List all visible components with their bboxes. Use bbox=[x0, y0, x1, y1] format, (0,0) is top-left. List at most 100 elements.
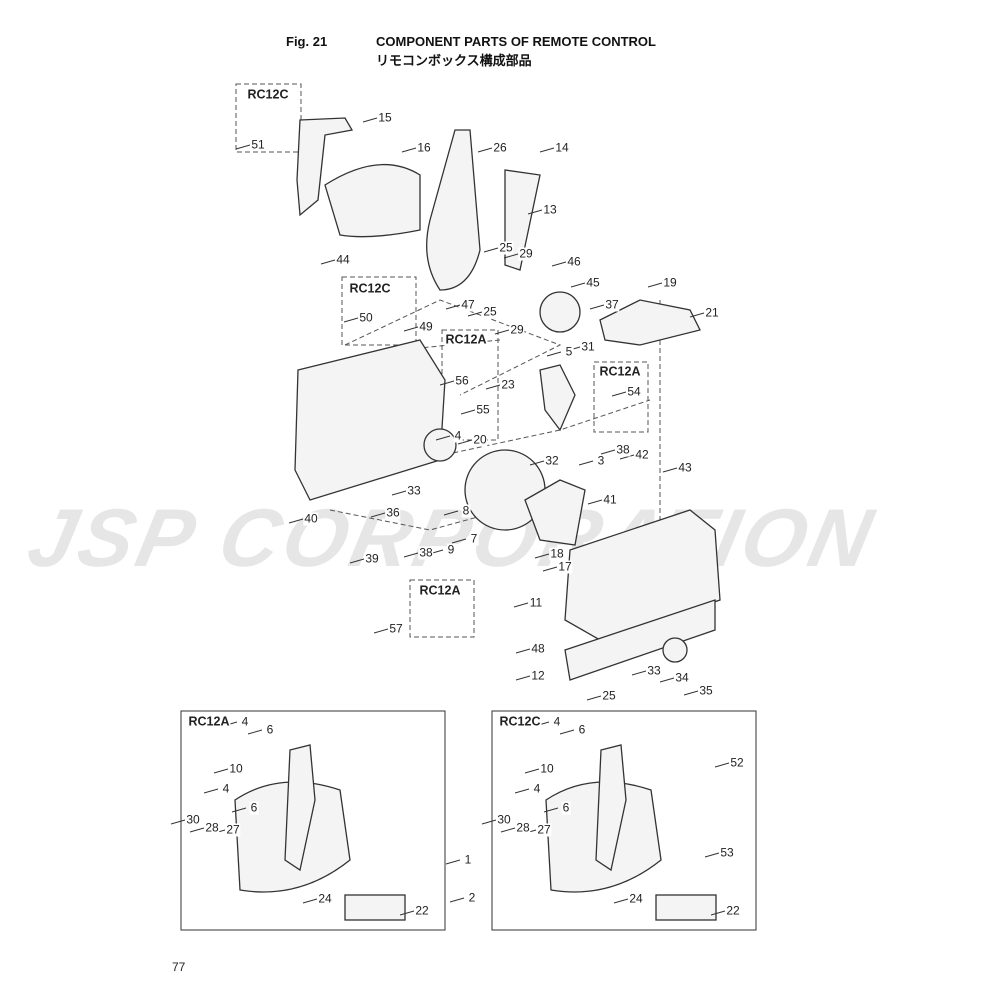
plate-part bbox=[599, 299, 701, 346]
part-callout: 4 bbox=[240, 714, 250, 729]
part-callout: 6 bbox=[577, 722, 587, 737]
part-callout: 10 bbox=[228, 761, 244, 776]
leader-line bbox=[570, 282, 586, 288]
part-callout: 8 bbox=[461, 503, 471, 518]
leader-line bbox=[515, 675, 531, 681]
leader-line bbox=[391, 490, 407, 496]
part-callout: 1 bbox=[463, 852, 473, 867]
part-callout: 6 bbox=[265, 722, 275, 737]
part-callout: 22 bbox=[414, 903, 430, 918]
leader-line bbox=[370, 512, 386, 518]
leader-line bbox=[231, 807, 247, 813]
part-callout: 39 bbox=[364, 551, 380, 566]
leader-line bbox=[401, 147, 417, 153]
part-callout: 44 bbox=[335, 252, 351, 267]
leader-line bbox=[578, 460, 594, 466]
leader-line bbox=[435, 435, 451, 441]
part-callout: 48 bbox=[530, 641, 546, 656]
part-callout: 24 bbox=[317, 891, 333, 906]
variant-label: RC12A bbox=[444, 332, 488, 347]
part-callout: 53 bbox=[719, 845, 735, 860]
seal-part bbox=[662, 637, 688, 663]
variant-box bbox=[341, 276, 417, 346]
part-callout: 18 bbox=[549, 546, 565, 561]
leader-line bbox=[467, 311, 483, 317]
leader-line bbox=[500, 827, 516, 833]
part-callout: 51 bbox=[250, 137, 266, 152]
cam-part bbox=[539, 291, 581, 333]
housing-part bbox=[294, 339, 446, 501]
leader-line bbox=[439, 380, 455, 386]
variant-label: RC12C bbox=[348, 281, 392, 296]
part-callout: 19 bbox=[662, 275, 678, 290]
part-callout: 4 bbox=[453, 428, 463, 443]
part-callout: 42 bbox=[634, 447, 650, 462]
leader-line bbox=[503, 253, 519, 259]
part-callout: 40 bbox=[303, 511, 319, 526]
part-callout: 7 bbox=[469, 531, 479, 546]
part-callout: 25 bbox=[482, 304, 498, 319]
leader-line bbox=[683, 690, 699, 696]
rc12c-assembly-box bbox=[491, 710, 757, 931]
leader-line bbox=[539, 147, 555, 153]
rc12a-assembly-box bbox=[180, 710, 446, 931]
leader-line bbox=[542, 566, 558, 572]
leader-line bbox=[170, 819, 186, 825]
part-callout: 30 bbox=[185, 812, 201, 827]
part-callout: 27 bbox=[225, 822, 241, 837]
part-callout: 6 bbox=[561, 800, 571, 815]
part-callout: 27 bbox=[536, 822, 552, 837]
figure-title: COMPONENT PARTS OF REMOTE CONTROL bbox=[376, 34, 656, 49]
variant-label: RC12C bbox=[498, 714, 542, 729]
part-callout: 24 bbox=[628, 891, 644, 906]
leader-line bbox=[559, 729, 575, 735]
leader-line bbox=[586, 695, 602, 701]
leader-line bbox=[449, 897, 465, 903]
part-callout: 28 bbox=[515, 820, 531, 835]
leader-line bbox=[460, 409, 476, 415]
leader-line bbox=[589, 304, 605, 310]
page-number: 77 bbox=[172, 960, 186, 974]
part-callout: 29 bbox=[509, 322, 525, 337]
part-callout: 11 bbox=[528, 595, 544, 610]
figure-number: Fig. 21 bbox=[286, 34, 328, 49]
part-callout: 23 bbox=[500, 377, 516, 392]
leader-line bbox=[619, 454, 635, 460]
part-callout: 4 bbox=[532, 781, 542, 796]
part-callout: 5 bbox=[564, 344, 574, 359]
part-callout: 34 bbox=[674, 670, 690, 685]
leader-line bbox=[631, 670, 647, 676]
leader-line bbox=[551, 261, 567, 267]
leader-line bbox=[710, 910, 726, 916]
part-callout: 4 bbox=[552, 714, 562, 729]
part-callout: 36 bbox=[385, 505, 401, 520]
part-callout: 33 bbox=[406, 483, 422, 498]
leader-line bbox=[514, 788, 530, 794]
leader-line bbox=[403, 552, 419, 558]
leader-line bbox=[587, 499, 603, 505]
part-callout: 57 bbox=[388, 621, 404, 636]
leader-line bbox=[373, 628, 389, 634]
detent-plate-part bbox=[524, 479, 586, 546]
part-callout: 31 bbox=[580, 339, 596, 354]
leader-line bbox=[689, 312, 705, 318]
rc12c-label-plate bbox=[655, 894, 717, 921]
part-callout: 10 bbox=[539, 761, 555, 776]
part-callout: 33 bbox=[646, 663, 662, 678]
part-callout: 15 bbox=[377, 110, 393, 125]
part-callout: 52 bbox=[729, 755, 745, 770]
part-callout: 21 bbox=[704, 305, 720, 320]
part-callout: 29 bbox=[518, 246, 534, 261]
leader-line bbox=[704, 852, 720, 858]
leader-line bbox=[235, 144, 251, 150]
variant-box bbox=[235, 83, 302, 153]
part-shapes bbox=[234, 117, 721, 921]
leader-line bbox=[443, 510, 459, 516]
rc12a-label-plate bbox=[344, 894, 406, 921]
variant-label: RC12C bbox=[246, 87, 290, 102]
part-callout: 38 bbox=[615, 442, 631, 457]
leader-line bbox=[515, 648, 531, 654]
leader-line bbox=[349, 558, 365, 564]
leader-line bbox=[343, 317, 359, 323]
